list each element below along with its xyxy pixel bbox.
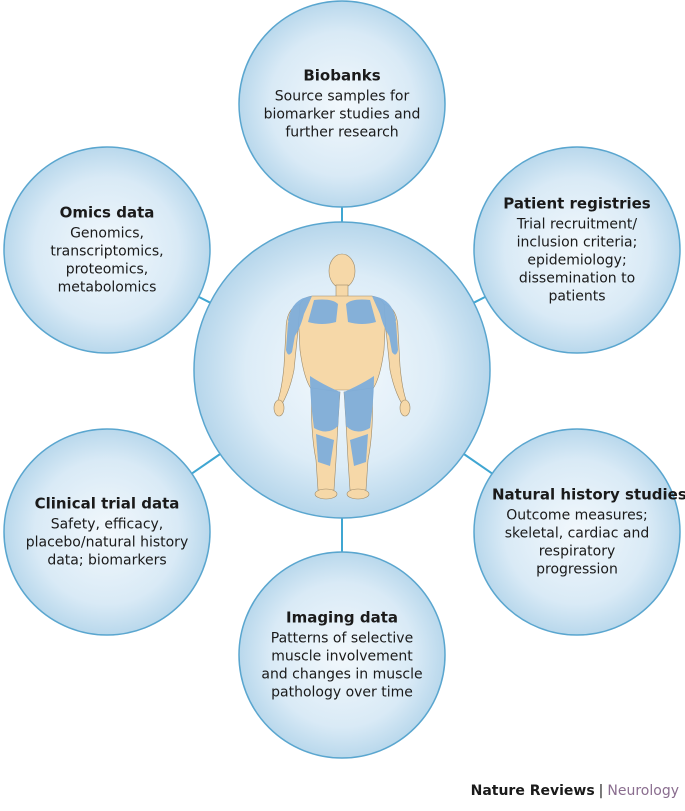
node-description-line: patients bbox=[548, 288, 606, 305]
node-description-line: respiratory bbox=[538, 543, 616, 560]
node-description: Genomics,transcriptomics,proteomics,meta… bbox=[22, 225, 192, 297]
node-title: Imaging data bbox=[285, 608, 398, 627]
credit-separator: | bbox=[598, 783, 604, 799]
node-description-line: placebo/natural history bbox=[25, 534, 189, 551]
connector-natural-history-studies bbox=[463, 453, 493, 475]
node-description-line: pathology over time bbox=[271, 684, 413, 701]
node-description-line: Source samples for bbox=[274, 88, 410, 105]
connector-patient-registries bbox=[473, 295, 486, 304]
node-title: Natural history studies bbox=[492, 485, 685, 504]
node-description-line: biomarker studies and bbox=[263, 106, 421, 123]
bubble-patient-registries bbox=[473, 146, 681, 354]
node-description-line: dissemination to bbox=[518, 270, 636, 287]
node-description-line: transcriptomics, bbox=[50, 243, 164, 260]
connector-lines bbox=[191, 207, 493, 552]
bubble-biobanks bbox=[238, 0, 446, 208]
node-description-line: Trial recruitment/ bbox=[516, 216, 638, 233]
node-title: Patient registries bbox=[503, 194, 651, 213]
node-description-line: Genomics, bbox=[70, 225, 144, 242]
journal-credit: Nature Reviews|Neurology bbox=[471, 782, 679, 800]
bubble-omics-data bbox=[3, 146, 211, 354]
node-title: Biobanks bbox=[303, 66, 381, 85]
node-description-line: muscle involvement bbox=[271, 648, 413, 665]
node-description: Safety, efficacy,placebo/natural history… bbox=[22, 516, 192, 570]
node-title: Clinical trial data bbox=[34, 494, 180, 513]
node-description-line: data; biomarkers bbox=[47, 552, 167, 569]
node-description-line: metabolomics bbox=[57, 279, 157, 296]
node-description-line: Safety, efficacy, bbox=[50, 516, 164, 533]
node-description-line: further research bbox=[285, 124, 399, 141]
center-hub bbox=[193, 221, 491, 519]
node-description-line: inclusion criteria; bbox=[516, 234, 638, 251]
connector-omics-data bbox=[198, 295, 211, 304]
bubbles bbox=[3, 0, 681, 759]
node-description: Trial recruitment/inclusion criteria;epi… bbox=[492, 216, 662, 306]
bubble-clinical-trial-data bbox=[3, 428, 211, 636]
node-description-line: Outcome measures; bbox=[506, 507, 648, 524]
node-description-line: skeletal, cardiac and bbox=[504, 525, 650, 542]
bubble-natural-history-studies bbox=[473, 428, 681, 636]
bubble-imaging-data bbox=[238, 551, 446, 759]
node-description-line: epidemiology; bbox=[527, 252, 627, 269]
journal-name: Nature Reviews bbox=[470, 783, 595, 799]
node-description-line: proteomics, bbox=[65, 261, 149, 278]
node-description-line: progression bbox=[536, 561, 618, 578]
node-description-line: Patterns of selective bbox=[270, 630, 414, 647]
journal-subject: Neurology bbox=[607, 783, 679, 799]
node-title: Omics data bbox=[59, 203, 155, 222]
node-description-line: and changes in muscle bbox=[261, 666, 423, 683]
human-body-icon bbox=[273, 253, 411, 500]
connector-clinical-trial-data bbox=[191, 453, 221, 475]
